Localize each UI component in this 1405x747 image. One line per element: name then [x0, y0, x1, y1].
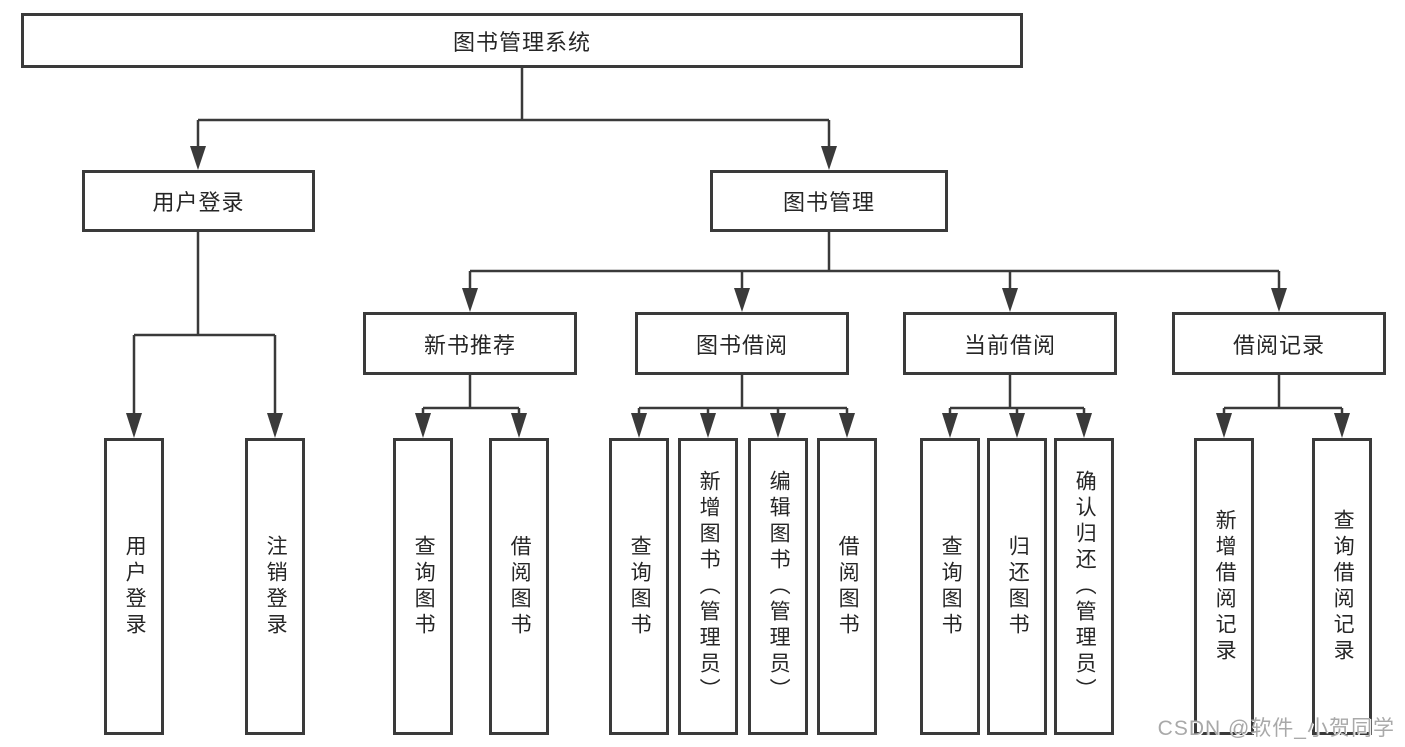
leaf-label: 借阅图书: [836, 534, 860, 639]
node-borrowing-records-label: 借阅记录: [1232, 332, 1325, 358]
leaf-query-books-current: 查询图书: [920, 438, 980, 735]
leaf-logout: 注销登录: [245, 438, 305, 735]
leaf-query-books-borrowing: 查询图书: [609, 438, 669, 735]
node-book-borrowing: 图书借阅: [635, 312, 849, 375]
leaf-label: 注销登录: [264, 534, 288, 639]
leaf-label: 新增图书（管理员）: [697, 469, 721, 704]
node-user-login: 用户登录: [82, 170, 315, 232]
node-user-login-label: 用户登录: [152, 190, 245, 215]
leaf-label: 归还图书: [1006, 534, 1030, 639]
node-new-book-recommend: 新书推荐: [363, 312, 577, 375]
node-root-label: 图书管理系统: [452, 29, 591, 55]
leaf-label: 新增借阅记录: [1213, 508, 1237, 665]
leaf-label: 查询图书: [628, 534, 652, 639]
leaf-borrow-books: 借阅图书: [817, 438, 877, 735]
leaf-label: 查询图书: [412, 534, 436, 639]
arrowheads: [126, 146, 1350, 438]
leaf-user-login: 用户登录: [104, 438, 164, 735]
leaf-label: 查询借阅记录: [1331, 508, 1355, 665]
leaf-confirm-return-admin: 确认归还（管理员）: [1054, 438, 1114, 735]
leaf-label: 借阅图书: [508, 534, 532, 639]
leaf-label: 查询图书: [939, 534, 963, 639]
node-current-borrowing-label: 当前借阅: [963, 332, 1056, 358]
leaf-edit-books-admin: 编辑图书（管理员）: [748, 438, 808, 735]
node-current-borrowing: 当前借阅: [903, 312, 1117, 375]
leaf-label: 编辑图书（管理员）: [767, 469, 791, 704]
node-borrowing-records: 借阅记录: [1172, 312, 1386, 375]
leaf-query-books-recommend: 查询图书: [393, 438, 453, 735]
node-root-system: 图书管理系统: [21, 13, 1023, 68]
leaf-return-books: 归还图书: [987, 438, 1047, 735]
node-new-book-recommend-label: 新书推荐: [423, 332, 516, 358]
leaf-add-borrow-record: 新增借阅记录: [1194, 438, 1254, 735]
leaf-borrow-books-recommend: 借阅图书: [489, 438, 549, 735]
leaf-add-books-admin: 新增图书（管理员）: [678, 438, 738, 735]
node-book-borrowing-label: 图书借阅: [695, 332, 788, 358]
csdn-watermark: CSDN @软件_小贺同学: [1157, 717, 1395, 740]
leaf-label: 确认归还（管理员）: [1073, 469, 1097, 704]
leaf-label: 用户登录: [123, 534, 147, 639]
leaf-query-borrow-record: 查询借阅记录: [1312, 438, 1372, 735]
node-book-management: 图书管理: [710, 170, 948, 232]
node-book-management-label: 图书管理: [782, 190, 875, 215]
